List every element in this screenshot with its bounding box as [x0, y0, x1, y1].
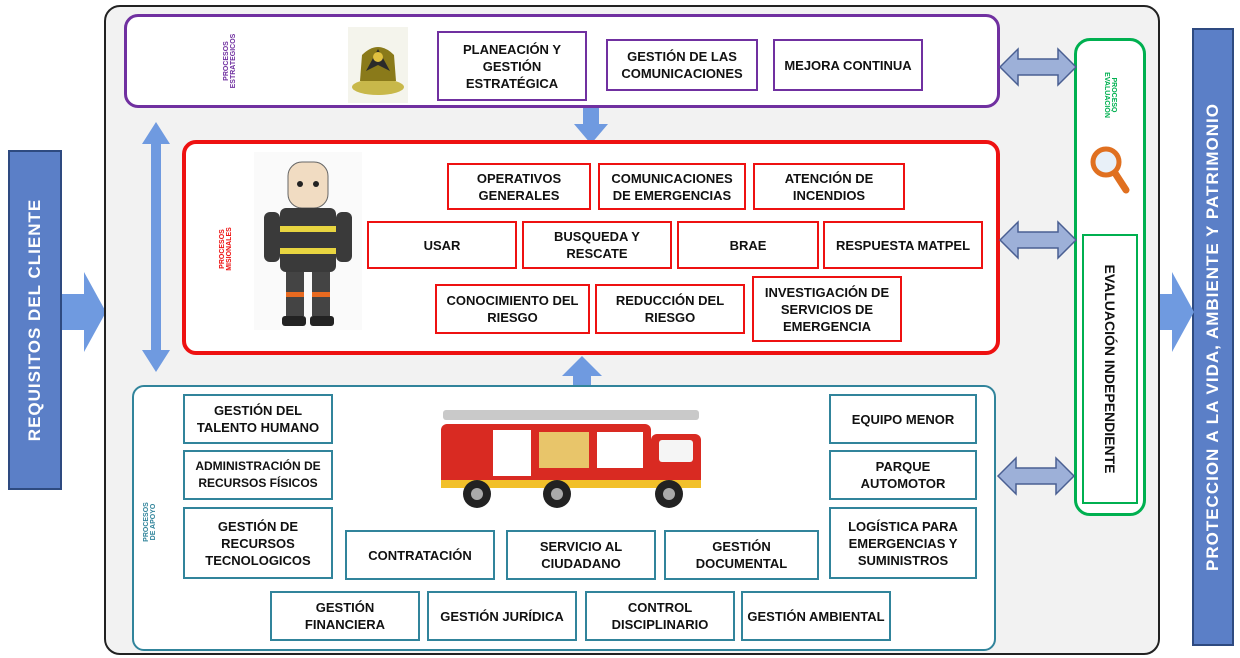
planeacion-text: PLANEACIÓN Y GESTIÓN ESTRATÉGICA [463, 41, 561, 91]
apoyo-label-text: PROCESOS DE APOYO [143, 502, 157, 542]
left-banner-text: REQUISITOS DEL CLIENTE [25, 198, 44, 442]
logistica-box: LOGÍSTICA PARA EMERGENCIAS Y SUMINISTROS [829, 507, 977, 579]
right-banner-text: PROTECCION A LA VIDA, AMBIENTE Y PATRIMO… [1203, 102, 1222, 572]
investigacion-text: INVESTIGACIÓN DE SERVICIOS DE EMERGENCIA [764, 284, 890, 334]
usar-box: USAR [367, 221, 517, 269]
vertical-double-arrow-icon [142, 122, 170, 372]
logistica-text: LOGÍSTICA PARA EMERGENCIAS Y SUMINISTROS [848, 518, 958, 568]
evaluacion-independiente-box: EVALUACIÓN INDEPENDIENTE [1082, 234, 1138, 504]
planeacion-box: PLANEACIÓN Y GESTIÓN ESTRATÉGICA [437, 31, 587, 101]
servicio-ciudadano-text: SERVICIO AL CIUDADANO [539, 539, 623, 571]
equipo-menor-text: EQUIPO MENOR [851, 411, 955, 427]
right-banner: PROTECCION A LA VIDA, AMBIENTE Y PATRIMO… [1192, 28, 1234, 646]
contratacion-text: CONTRATACIÓN [368, 547, 472, 563]
up-arrow-icon [562, 356, 602, 402]
respuesta-matpel-box: RESPUESTA MATPEL [823, 221, 983, 269]
comunicaciones-text: GESTIÓN DE LAS COMUNICACIONES [621, 49, 743, 81]
down-arrow-icon [574, 108, 608, 144]
talento-humano-box: GESTIÓN DEL TALENTO HUMANO [183, 394, 333, 444]
operativos-text: OPERATIVOS GENERALES [476, 170, 562, 203]
recursos-fisicos-text: ADMINISTRACIÓN DE RECURSOS FÍSICOS [195, 459, 321, 490]
double-arrow-bottom-icon [996, 456, 1076, 496]
estrategicos-label: PROCESOS ESTRATEGICOS [223, 11, 237, 111]
magnifier-icon [1090, 146, 1130, 194]
recursos-tecnologicos-text: GESTIÓN DE RECURSOS TECNOLOGICOS [205, 518, 311, 568]
output-arrow-icon [1150, 272, 1194, 352]
bomberos-emblem-icon [348, 27, 408, 103]
atencion-incendios-text: ATENCIÓN DE INCENDIOS [784, 170, 874, 203]
parque-automotor-text: PARQUE AUTOMOTOR [860, 459, 946, 491]
investigacion-box: INVESTIGACIÓN DE SERVICIOS DE EMERGENCIA [752, 276, 902, 342]
brae-text: BRAE [729, 237, 767, 253]
busqueda-rescate-box: BUSQUEDA Y RESCATE [522, 221, 672, 269]
double-arrow-middle-icon [998, 220, 1078, 260]
left-banner: REQUISITOS DEL CLIENTE [8, 150, 62, 490]
reduccion-riesgo-text: REDUCCIÓN DEL RIESGO [615, 293, 725, 325]
double-arrow-top-icon [998, 47, 1078, 87]
misionales-label: PROCESOS MISIONALES [219, 199, 233, 299]
comunicaciones-box: GESTIÓN DE LAS COMUNICACIONES [606, 39, 758, 91]
evaluacion-label-text: PROCESO EVALUACIÓN [1103, 72, 1117, 118]
control-disciplinario-text: CONTROL DISCIPLINARIO [611, 600, 709, 632]
fire-truck-icon [437, 400, 707, 512]
conocimiento-riesgo-text: CONOCIMIENTO DEL RIESGO [446, 293, 579, 325]
mejora-continua-box: MEJORA CONTINUA [773, 39, 923, 91]
misionales-label-text: PROCESOS MISIONALES [219, 227, 233, 271]
gestion-ambiental-box: GESTIÓN AMBIENTAL [741, 591, 891, 641]
gestion-documental-box: GESTIÓN DOCUMENTAL [664, 530, 819, 580]
conocimiento-riesgo-box: CONOCIMIENTO DEL RIESGO [435, 284, 590, 334]
gestion-financiera-text: GESTIÓN FINANCIERA [304, 600, 386, 632]
comunicaciones-emergencias-text: COMUNICACIONES DE EMERGENCIAS [611, 170, 733, 203]
busqueda-rescate-text: BUSQUEDA Y RESCATE [554, 229, 640, 261]
servicio-ciudadano-box: SERVICIO AL CIUDADANO [506, 530, 656, 580]
recursos-fisicos-box: ADMINISTRACIÓN DE RECURSOS FÍSICOS [183, 450, 333, 500]
atencion-incendios-box: ATENCIÓN DE INCENDIOS [753, 163, 905, 210]
operativos-box: OPERATIVOS GENERALES [447, 163, 591, 210]
brae-box: BRAE [677, 221, 819, 269]
parque-automotor-box: PARQUE AUTOMOTOR [829, 450, 977, 500]
mejora-continua-text: MEJORA CONTINUA [784, 57, 912, 73]
input-arrow-icon [62, 272, 106, 352]
evaluacion-independiente-text: EVALUACIÓN INDEPENDIENTE [1102, 264, 1118, 474]
respuesta-matpel-text: RESPUESTA MATPEL [835, 237, 971, 253]
firefighter-mascot-icon [254, 152, 362, 330]
contratacion-box: CONTRATACIÓN [345, 530, 495, 580]
reduccion-riesgo-box: REDUCCIÓN DEL RIESGO [595, 284, 745, 334]
gestion-ambiental-text: GESTIÓN AMBIENTAL [747, 608, 885, 624]
usar-text: USAR [423, 237, 461, 253]
gestion-juridica-box: GESTIÓN JURÍDICA [427, 591, 577, 641]
recursos-tecnologicos-box: GESTIÓN DE RECURSOS TECNOLOGICOS [183, 507, 333, 579]
comunicaciones-emergencias-box: COMUNICACIONES DE EMERGENCIAS [598, 163, 746, 210]
equipo-menor-box: EQUIPO MENOR [829, 394, 977, 444]
estrategicos-label-text: PROCESOS ESTRATEGICOS [223, 33, 237, 89]
gestion-juridica-text: GESTIÓN JURÍDICA [440, 608, 564, 624]
evaluacion-label: PROCESO EVALUACIÓN [1103, 45, 1117, 145]
apoyo-label: PROCESOS DE APOYO [143, 472, 157, 572]
control-disciplinario-box: CONTROL DISCIPLINARIO [585, 591, 735, 641]
gestion-documental-text: GESTIÓN DOCUMENTAL [695, 539, 788, 571]
gestion-financiera-box: GESTIÓN FINANCIERA [270, 591, 420, 641]
talento-humano-text: GESTIÓN DEL TALENTO HUMANO [196, 403, 320, 435]
